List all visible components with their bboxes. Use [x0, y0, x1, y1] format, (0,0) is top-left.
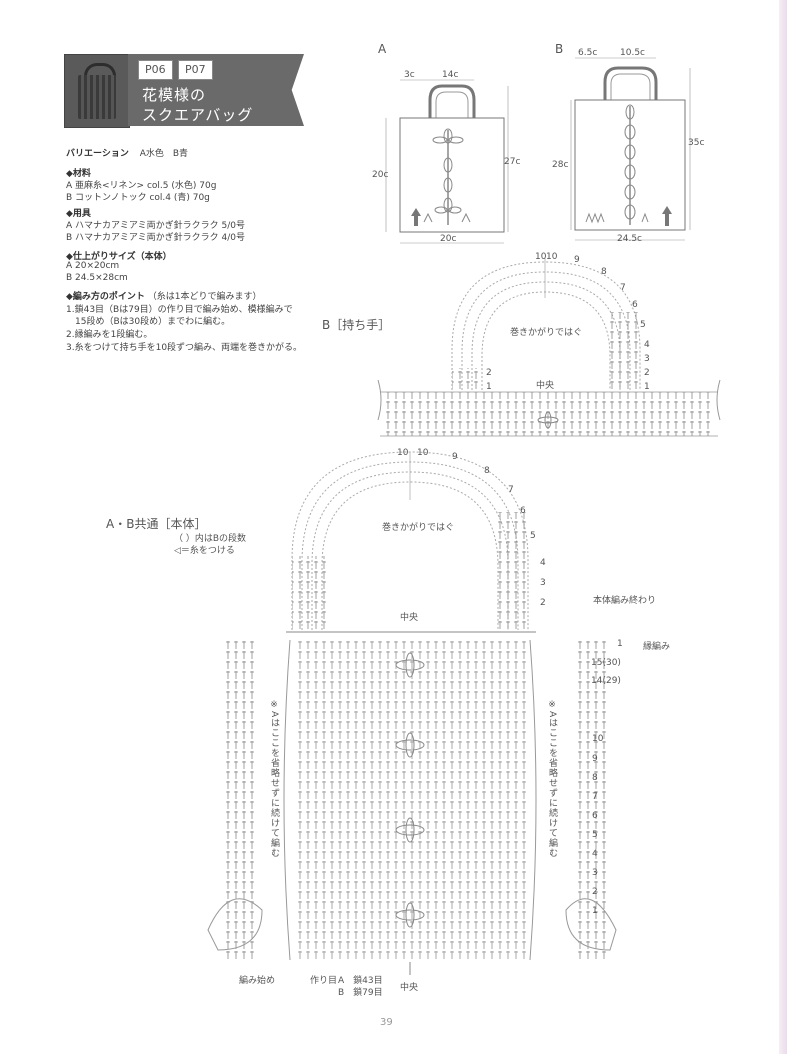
point-1: 1.鎖43目（Bは79目）の作り目で編み始め、模様編みで: [66, 305, 293, 315]
handle-b-row-6: 6: [632, 300, 638, 310]
handle-b-row-3: 3: [644, 354, 650, 364]
page-number: 39: [380, 1017, 393, 1028]
body-row-9: 9: [452, 452, 458, 462]
material-a: A 亜麻糸<リネン> col.5 (水色) 70g: [66, 181, 217, 191]
bag-b-dim-handle-gap: 6.5c: [578, 48, 598, 58]
bag-b-drawing: [570, 57, 691, 241]
body-center-top: 中央: [400, 613, 419, 623]
body-sew-note: 巻きかがりではぐ: [382, 523, 455, 533]
bag-a-dim-body-height: 20c: [372, 170, 389, 180]
variation-label: バリエーション: [66, 149, 129, 159]
bag-a-dim-total-height: 27c: [504, 157, 521, 167]
side-row-9: 9: [592, 754, 598, 764]
side-row-8: 8: [592, 773, 598, 783]
bag-a-drawing: [385, 79, 509, 244]
body-row-5: 5: [530, 531, 536, 541]
handle-b-center: 中央: [536, 381, 555, 391]
point-3: 3.糸をつけて持ち手を10段ずつ編み、両端を巻きかがる。: [66, 343, 303, 353]
points-note: （糸は1本どりで編みます）: [147, 292, 262, 302]
title-line-1: 花模様の: [142, 86, 207, 104]
points-heading-row: ◆編み方のポイント （糸は1本どりで編みます）: [66, 289, 262, 302]
bag-b-dim-handle-width: 10.5c: [620, 48, 645, 58]
side-row-6: 6: [592, 811, 598, 821]
handle-b-row-2: 2: [644, 368, 650, 378]
side-row-4: 4: [592, 849, 598, 859]
point-2: 2.縁編みを1段編む。: [66, 330, 153, 340]
handle-b-left-row-2: 2: [486, 368, 492, 378]
foundation-a: A 鎖43目: [338, 976, 383, 986]
thumbnail-bag: [78, 75, 116, 119]
body-row-4: 4: [540, 558, 546, 568]
size-b: B 24.5×28cm: [66, 273, 128, 283]
side-note-right: ※Aはここを省略せずに続けて編む: [547, 700, 557, 859]
foundation-b: B 鎖79目: [338, 988, 383, 998]
side-row-3: 3: [592, 868, 598, 878]
tool-a: A ハマナカアミアミ両かぎ針ラクラク 5/0号: [66, 221, 246, 231]
handle-b-row-1: 1: [644, 382, 650, 392]
bag-b-dim-width: 24.5c: [617, 234, 642, 244]
handle-b-row-8: 8: [601, 267, 607, 277]
side-row-1: 1: [592, 906, 598, 916]
bag-thumbnail: [64, 54, 130, 128]
variation-row: バリエーション A水色 B青: [66, 146, 188, 159]
tools-heading: ◆用具: [66, 209, 91, 219]
size-a: A 20×20cm: [66, 261, 120, 271]
body-center-bottom: 中央: [400, 983, 419, 993]
handle-b-left-row-1: 1: [486, 382, 492, 392]
body-edge-label: 縁編み: [643, 642, 671, 652]
pattern-code-p06: P06: [138, 60, 173, 80]
side-row-10: 10: [592, 734, 604, 744]
side-row-14: 14(29): [591, 676, 621, 686]
foundation-label: 作り目: [310, 976, 338, 986]
title-line-2: スクエアバッグ: [142, 106, 254, 124]
side-row-2: 2: [592, 887, 598, 897]
bag-b-label: B: [555, 42, 564, 56]
bag-a-dim-width: 20c: [440, 234, 457, 244]
body-title: A・B共通［本体］: [106, 517, 207, 531]
body-row-6: 6: [520, 506, 526, 516]
handle-b-chart: [377, 258, 721, 437]
bag-b-dim-body-height: 28c: [552, 160, 569, 170]
bag-a-label: A: [378, 42, 387, 56]
page-edge: [779, 0, 787, 1054]
body-row-2: 2: [540, 598, 546, 608]
point-1-cont: 15段め（Bは30段め）までわに編む。: [66, 317, 231, 327]
body-legend-1: （ ）内はBの段数: [174, 534, 247, 544]
handle-b-row-5: 5: [640, 320, 646, 330]
handle-b-sew-note: 巻きかがりではぐ: [510, 328, 583, 338]
handle-b-row-10: 10: [546, 252, 558, 262]
body-legend-2: ◁＝糸をつける: [174, 546, 235, 556]
handle-b-left-row-10: 10: [535, 252, 547, 262]
material-b: B コットンノトック col.4 (青) 70g: [66, 193, 210, 203]
side-row-15: 15(30): [591, 658, 621, 668]
variation-value: A水色 B青: [139, 149, 189, 159]
tool-b: B ハマナカアミアミ両かぎ針ラクラク 4/0号: [66, 233, 246, 243]
handle-b-row-4: 4: [644, 340, 650, 350]
handle-b-row-9: 9: [574, 255, 580, 265]
body-row-10-left: 10: [397, 448, 409, 458]
body-edge-row: 1: [617, 639, 623, 649]
bag-b-dim-total-height: 35c: [688, 138, 705, 148]
handle-b-row-7: 7: [620, 283, 626, 293]
bag-a-dim-handle-gap: 3c: [404, 70, 415, 80]
side-note-left: ※Aはここを省略せずに続けて編む: [269, 700, 279, 859]
side-row-7: 7: [592, 792, 598, 802]
body-row-10-right: 10: [417, 448, 429, 458]
size-heading: ◆仕上がりサイズ（本体）: [66, 252, 172, 262]
body-end-label: 本体編み終わり: [593, 596, 657, 606]
materials-heading: ◆材料: [66, 169, 91, 179]
body-chart: [207, 451, 617, 975]
body-row-3: 3: [540, 578, 546, 588]
body-row-8: 8: [484, 466, 490, 476]
bag-a-dim-handle-width: 14c: [442, 70, 459, 80]
pattern-code-p07: P07: [178, 60, 213, 80]
start-label: 編み始め: [239, 976, 276, 986]
side-row-5: 5: [592, 830, 598, 840]
points-heading: ◆編み方のポイント: [66, 292, 145, 302]
handle-b-title: B［持ち手］: [322, 318, 391, 332]
body-row-7: 7: [508, 485, 514, 495]
